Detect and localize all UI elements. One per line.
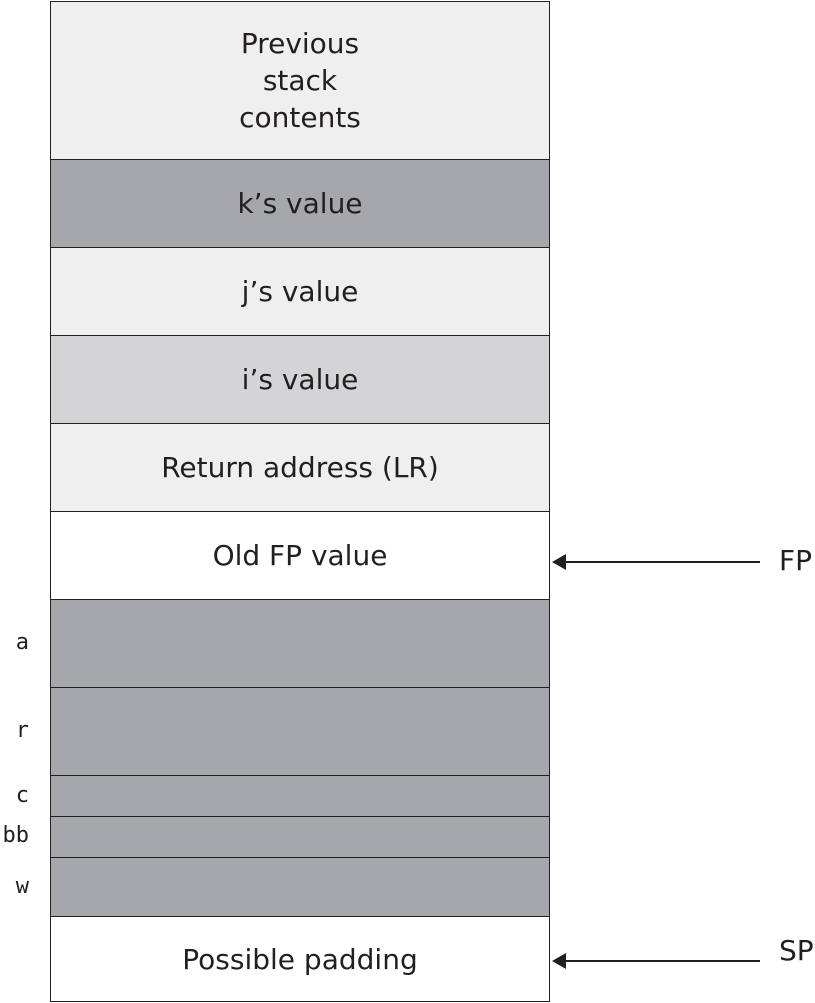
local-w-cell (51, 857, 549, 916)
sp-arrowhead-icon (552, 953, 566, 969)
old-fp-cell: Old FP value (51, 511, 549, 599)
previous-stack-contents-cell: Previous stack contents (51, 1, 549, 159)
i-value-label: i’s value (241, 363, 359, 396)
local-a-cell (51, 599, 549, 687)
j-value-label: j’s value (241, 275, 359, 308)
local-r-cell (51, 687, 549, 775)
fp-arrow (552, 554, 760, 570)
old-fp-label: Old FP value (212, 539, 388, 572)
j-value-cell: j’s value (51, 247, 549, 335)
k-value-label: k’s value (237, 187, 363, 220)
local-c-cell (51, 775, 549, 816)
return-address-label: Return address (LR) (161, 451, 439, 484)
i-value-cell: i’s value (51, 335, 549, 423)
variable-label-bb: bb (2, 823, 30, 848)
k-value-cell: k’s value (51, 159, 549, 247)
variable-label-w: w (15, 874, 29, 899)
stack-frame-diagram: Previous stack contents k’s value j’s va… (50, 1, 550, 1002)
fp-arrowhead-icon (552, 554, 566, 570)
sp-arrow (552, 953, 760, 969)
possible-padding-cell: Possible padding (51, 916, 549, 1002)
variable-label-c: c (15, 783, 29, 808)
previous-stack-contents-label: Previous stack contents (239, 27, 361, 134)
fp-pointer-label: FP (779, 544, 812, 577)
sp-pointer-label: SP (779, 934, 814, 967)
possible-padding-label: Possible padding (182, 942, 418, 976)
return-address-cell: Return address (LR) (51, 423, 549, 511)
local-bb-cell (51, 816, 549, 857)
variable-label-r: r (15, 718, 29, 743)
variable-label-a: a (15, 630, 29, 655)
